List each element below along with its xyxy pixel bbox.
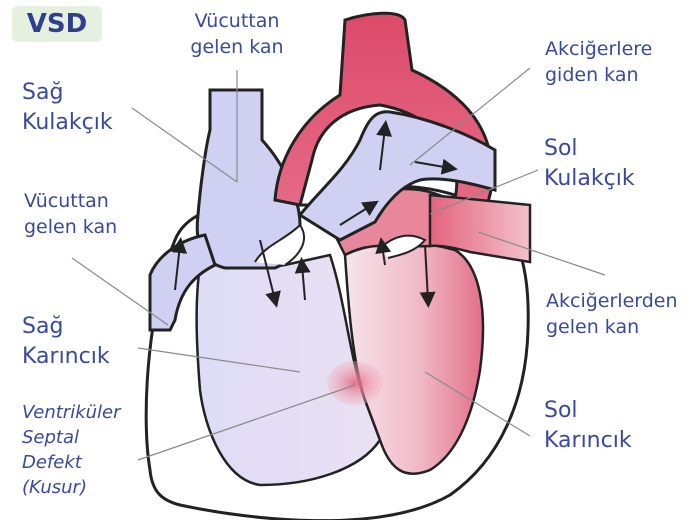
label-from-lungs: Akciğerlerden gelen kan	[546, 288, 678, 340]
label-left-ventricle: Sol Karıncık	[544, 396, 632, 456]
label-body-blood-left: Vücuttan gelen kan	[24, 188, 117, 240]
label-right-atrium: Sağ Kulakçık	[22, 78, 113, 138]
label-body-blood-top: Vücuttan gelen kan	[182, 8, 292, 60]
label-to-lungs: Akciğerlere giden kan	[545, 36, 652, 88]
label-vsd: Ventriküler Septal Defekt (Kusur)	[22, 400, 121, 500]
label-right-ventricle: Sağ Karıncık	[22, 312, 110, 372]
septal-defect	[327, 361, 383, 405]
title-badge: VSD	[12, 6, 102, 42]
label-left-atrium: Sol Kulakçık	[544, 134, 635, 194]
